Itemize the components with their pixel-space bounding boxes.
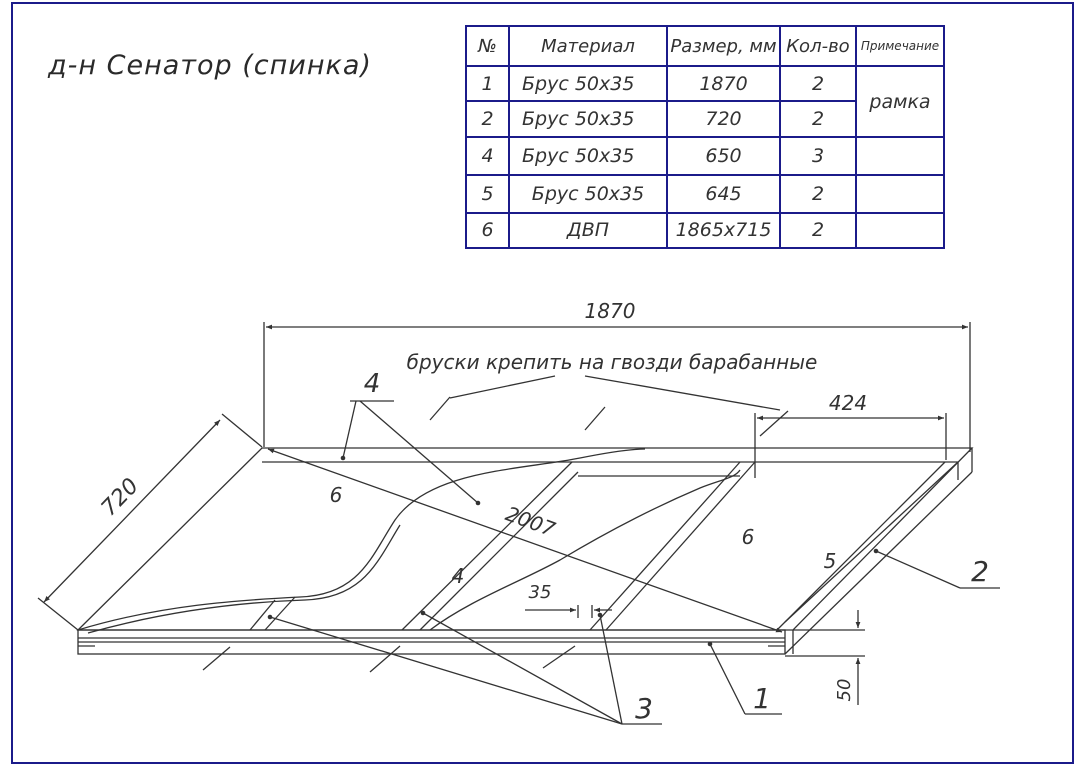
- header-note: Примечание: [855, 24, 945, 68]
- leader-dot: [873, 548, 879, 554]
- bar-part-4: [589, 461, 741, 631]
- bar-part-4: [401, 461, 573, 631]
- part-label-4: 4: [364, 369, 381, 399]
- leader-part-3: [599, 614, 623, 725]
- leader-dot: [420, 610, 426, 616]
- row-material: Брус 50х35: [508, 174, 668, 214]
- header-size: Размер, мм: [666, 24, 781, 68]
- table-row: 5 Брус 50х35 645 2: [465, 174, 945, 214]
- nail-mark: [202, 646, 231, 671]
- row-num: 4: [465, 135, 510, 177]
- right-bar-edge: [784, 471, 973, 655]
- bar-part-4: [249, 599, 276, 631]
- dim-label-bar-width: 35: [529, 582, 552, 603]
- dim-label-offset: 424: [829, 391, 867, 415]
- header-material: Материал: [508, 24, 668, 68]
- specification-table: № Материал Размер, мм Кол-во Примечание …: [465, 24, 945, 250]
- row-size: 1870: [666, 65, 781, 102]
- table-row: 1 Брус 50х35 1870 2 рамка: [465, 65, 945, 138]
- row-material: Брус 50х35: [508, 65, 668, 102]
- leader-dot: [707, 641, 713, 647]
- leader-part-4: [342, 400, 357, 459]
- nail-mark: [542, 645, 576, 669]
- row-note-frame: рамка: [855, 65, 945, 138]
- drawing-title: д-н Сенатор (спинка): [48, 50, 372, 81]
- nail-mark: [584, 406, 606, 431]
- part-label-6: 6: [330, 483, 343, 507]
- row-size: 650: [666, 135, 781, 177]
- table-row: 4 Брус 50х35 650 3: [465, 135, 945, 177]
- bar-part-5: [776, 461, 946, 631]
- leader-dot: [267, 614, 273, 620]
- row-material: Брус 50х35: [508, 135, 668, 177]
- fibreboard-edge: [87, 524, 401, 634]
- dim-label-length: 1870: [585, 299, 636, 323]
- leader-part-1: [709, 643, 746, 715]
- leader-dot: [475, 500, 481, 506]
- row-num: 6: [465, 211, 510, 250]
- leader-part-3: [422, 612, 623, 725]
- part-label-2: 2: [971, 555, 989, 588]
- row-num: 2: [465, 99, 510, 138]
- part-label-1: 1: [753, 682, 771, 715]
- extension-line: [221, 413, 263, 448]
- leader-part-4: [359, 400, 479, 504]
- row-note: [855, 135, 945, 177]
- dimension-line-width: [43, 419, 221, 603]
- leader-part-2: [875, 550, 961, 589]
- drawing-frame: [11, 2, 1074, 764]
- row-material: ДВП: [508, 211, 668, 250]
- table-header-row: № Материал Размер, мм Кол-во Примечание: [465, 24, 945, 68]
- part-label-6: 6: [742, 525, 755, 549]
- row-qty: 2: [779, 65, 857, 102]
- row-num: 5: [465, 174, 510, 214]
- bar-part-4: [264, 596, 296, 631]
- row-size: 1865х715: [666, 211, 781, 250]
- row-note: [855, 211, 945, 250]
- leader-dot: [597, 612, 603, 618]
- row-qty: 2: [779, 99, 857, 138]
- assembly-note: бруски крепить на гвозди барабанные: [407, 350, 818, 374]
- leader-part-3: [269, 616, 623, 725]
- fibreboard-edge: [77, 448, 646, 631]
- bar-part-4: [419, 471, 579, 631]
- bar-part-5: [784, 461, 959, 623]
- bar-part-4: [605, 461, 756, 631]
- part-label-3: 3: [635, 692, 653, 725]
- dim-label-bar-height: 50: [834, 679, 855, 702]
- row-size: 645: [666, 174, 781, 214]
- row-qty: 3: [779, 135, 857, 177]
- note-leader: [449, 375, 556, 399]
- part-label-5: 5: [824, 549, 837, 573]
- row-note: [855, 174, 945, 214]
- part-label-4: 4: [452, 564, 465, 588]
- row-qty: 2: [779, 174, 857, 214]
- nail-mark: [369, 645, 401, 673]
- nail-mark: [429, 396, 451, 421]
- dim-label-width: 720: [97, 474, 144, 522]
- header-num: №: [465, 24, 510, 68]
- table-row: 6 ДВП 1865х715 2: [465, 211, 945, 250]
- row-size: 720: [666, 99, 781, 138]
- row-material: Брус 50х35: [508, 99, 668, 138]
- row-qty: 2: [779, 211, 857, 250]
- note-leader: [584, 375, 781, 411]
- header-qty: Кол-во: [779, 24, 857, 68]
- leader-dot: [340, 455, 346, 461]
- extension-line: [37, 597, 79, 631]
- fibreboard-edge-lower: [429, 469, 741, 631]
- table-row: 2 Брус 50х35 720 2: [465, 99, 944, 138]
- row-num: 1: [465, 65, 510, 102]
- dimension-line-diagonal: [267, 448, 783, 633]
- nail-mark: [759, 410, 789, 437]
